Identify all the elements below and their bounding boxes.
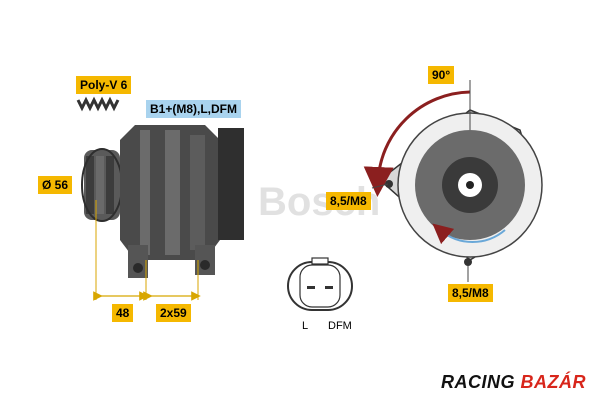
dimension-lines	[93, 200, 201, 301]
alternator-body-side	[120, 125, 244, 278]
connector-plug	[287, 257, 353, 311]
logo-bazar: BAZÁR	[520, 372, 586, 392]
diameter-label: Ø 56	[38, 176, 73, 194]
bolt-left-label: 8,5/M8	[326, 192, 371, 210]
pin-dfm-label: DFM	[328, 320, 352, 332]
dimension-48-label: 48	[112, 304, 134, 322]
bolt-bottom-label: 8,5/M8	[448, 284, 493, 302]
rotation-90-arrow	[363, 90, 471, 197]
angle-label: 90°	[428, 66, 455, 84]
racing-bazar-logo: RACING BAZÁR	[441, 372, 586, 393]
terminals-label: B1+(M8),L,DFM	[146, 100, 241, 118]
pulley	[81, 148, 123, 222]
pin-l-label: L	[302, 320, 309, 332]
rotation-direction-arrow	[432, 223, 506, 245]
poly-v-belt-icon	[76, 96, 120, 112]
bolt-left-leader	[371, 183, 389, 189]
alternator-front-view	[378, 109, 543, 266]
logo-racing: RACING	[440, 372, 515, 392]
poly-v-label: Poly-V 6	[76, 76, 132, 94]
dimension-2x59-label: 2x59	[156, 304, 191, 322]
